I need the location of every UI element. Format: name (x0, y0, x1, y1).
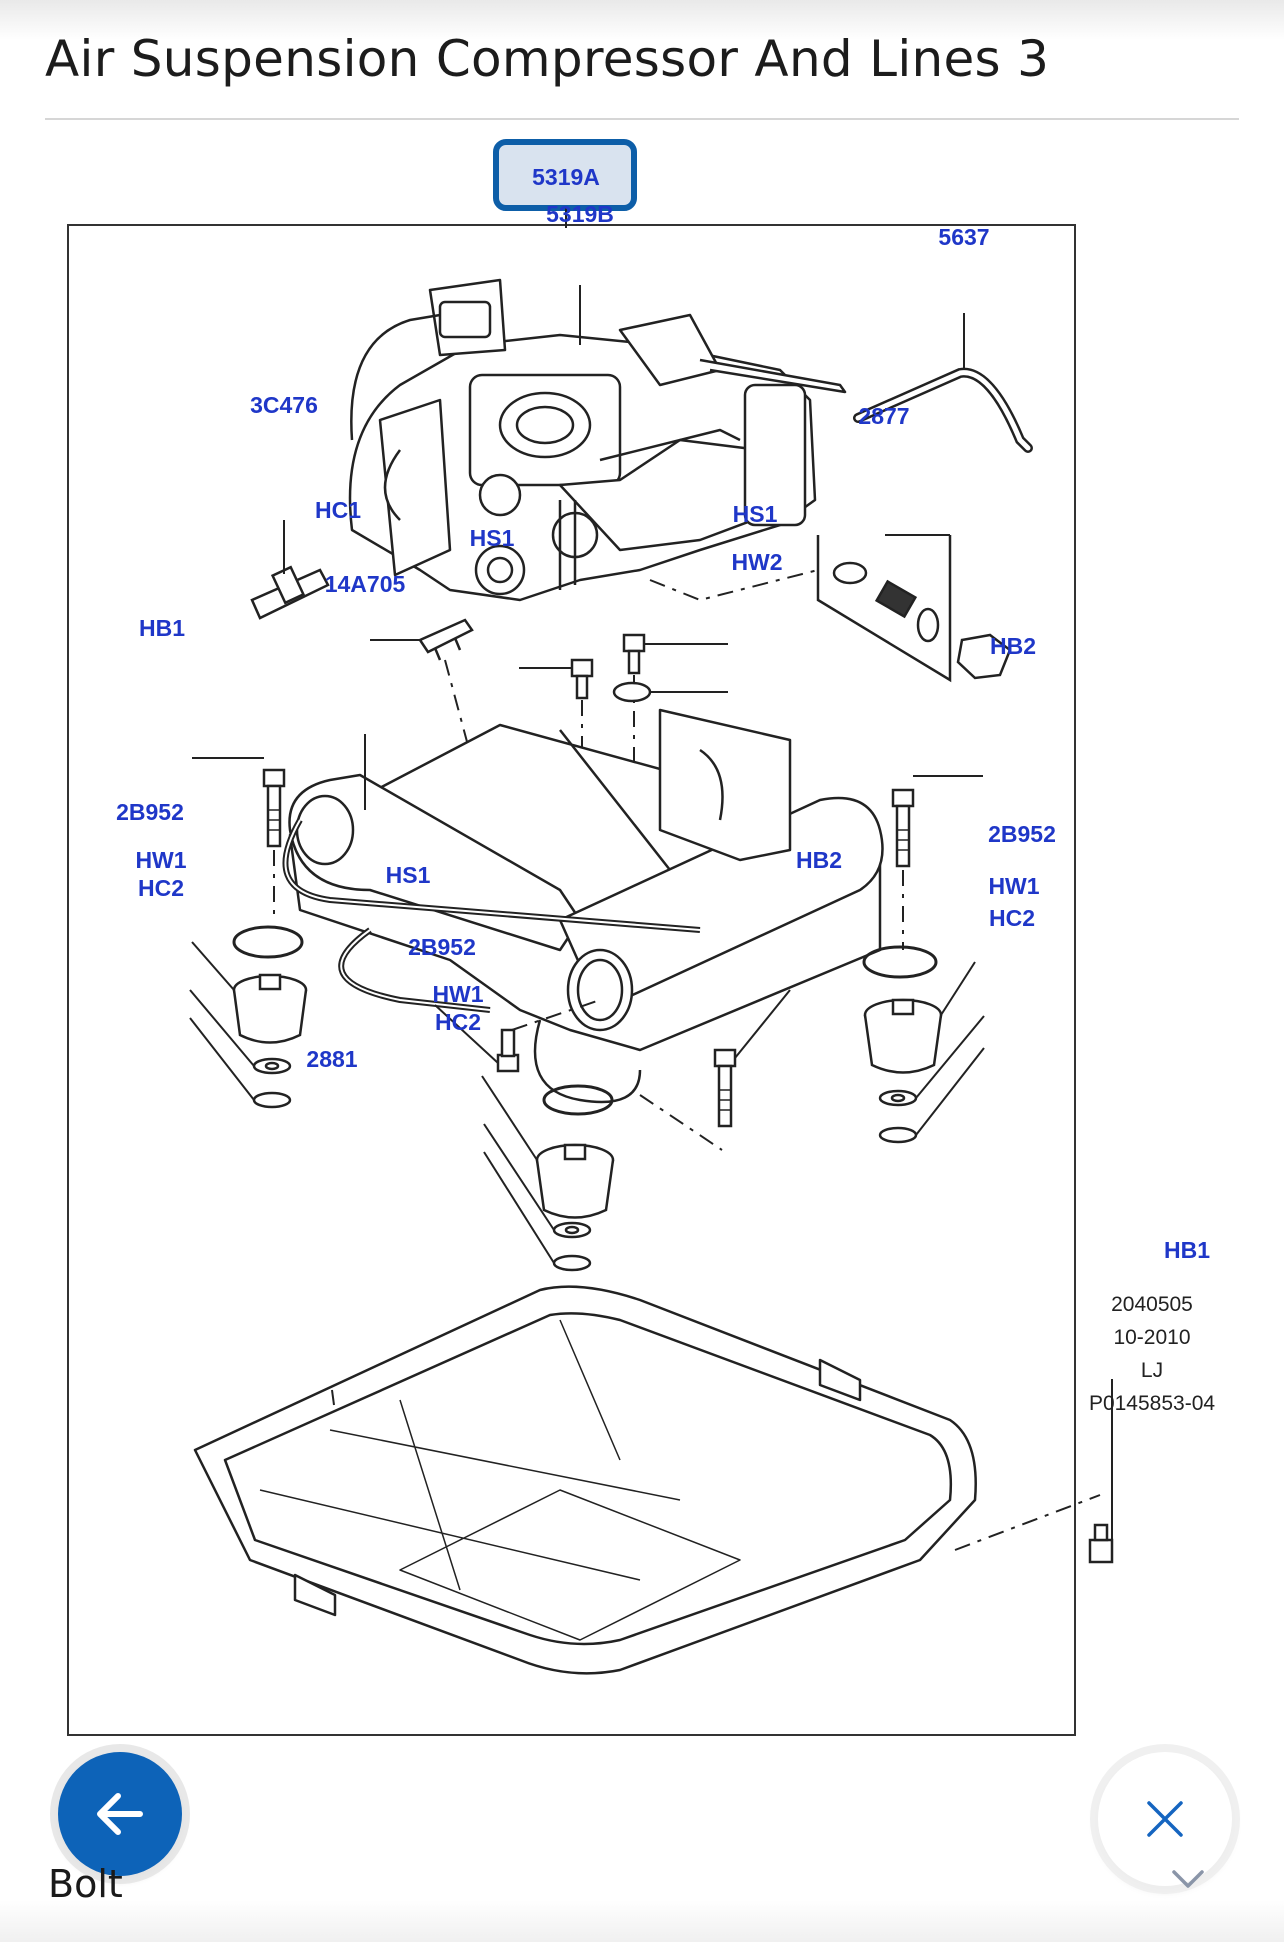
mount-2B952-right[interactable] (863, 998, 943, 1074)
back-button[interactable] (58, 1752, 182, 1876)
callout-5319A[interactable]: 5319A (532, 164, 600, 190)
tray-14A705[interactable] (282, 708, 884, 1104)
callout-HB1-bottom[interactable]: HB1 (1164, 1237, 1210, 1263)
callout-2881[interactable]: 2881 (306, 1046, 357, 1072)
page-title: Air Suspension Compressor And Lines 3 (45, 30, 1050, 88)
callout-HC1[interactable]: HC1 (315, 497, 361, 523)
arrow-left-icon (97, 1793, 143, 1835)
selected-part-label: Bolt (48, 1862, 123, 1906)
bolt-HB2-right[interactable] (891, 788, 915, 868)
callout-3C476[interactable]: 3C476 (250, 392, 318, 418)
washer-HW2[interactable] (612, 681, 652, 703)
callout-HS1-upper-right[interactable]: HS1 (733, 501, 778, 527)
bolt-HB1-left[interactable] (262, 768, 286, 848)
callout-HC2-left[interactable]: HC2 (138, 875, 184, 901)
close-icon (1147, 1801, 1183, 1837)
callout-HC2-center[interactable]: HC2 (435, 1009, 481, 1035)
callout-HW1-left[interactable]: HW1 (135, 847, 186, 873)
illustration-date: 10-2010 (1113, 1326, 1190, 1349)
callout-HS1-upper-left[interactable]: HS1 (470, 525, 515, 551)
callout-2877[interactable]: 2877 (858, 403, 909, 429)
callout-HS1-lower[interactable]: HS1 (386, 862, 431, 888)
illustration-initials: LJ (1141, 1359, 1163, 1382)
bolt-HB1-bottom[interactable] (1088, 1523, 1114, 1564)
bolt-HS1-upper[interactable] (570, 633, 646, 700)
bottom-shade (0, 1900, 1284, 1942)
title-divider (45, 118, 1239, 120)
callout-5319B[interactable]: 5319B (546, 201, 614, 227)
bolt-HB2-center[interactable] (713, 1048, 737, 1128)
clip-HC1[interactable] (418, 618, 474, 661)
leader-lines (189, 285, 1113, 1540)
callout-HB2-right[interactable]: HB2 (990, 633, 1036, 659)
fitting-3C476[interactable] (250, 565, 330, 620)
callout-HW2[interactable]: HW2 (731, 549, 782, 575)
callout-HW1-center[interactable]: HW1 (432, 981, 483, 1007)
bolt-HS1-lower[interactable] (496, 1028, 520, 1073)
illustration-code: 2040505 (1111, 1293, 1193, 1316)
callout-2B952-left[interactable]: 2B952 (116, 799, 184, 825)
mount-2B952-left[interactable] (232, 973, 308, 1044)
callout-HC2-right[interactable]: HC2 (989, 905, 1035, 931)
callout-2B952-right[interactable]: 2B952 (988, 821, 1056, 847)
chevron-down-icon[interactable] (1170, 1868, 1206, 1890)
mount-2B952-center[interactable] (535, 1143, 615, 1219)
callout-2B952-center[interactable]: 2B952 (408, 934, 476, 960)
valve-kit-2877[interactable] (816, 535, 1012, 683)
callout-14A705[interactable]: 14A705 (325, 571, 406, 597)
compressor-assembly[interactable] (348, 278, 847, 602)
callout-5637[interactable]: 5637 (938, 224, 989, 250)
cover-2881[interactable] (193, 1285, 977, 1675)
close-button[interactable] (1098, 1752, 1232, 1886)
callout-HB2-center[interactable]: HB2 (796, 847, 842, 873)
callout-HW1-right[interactable]: HW1 (988, 873, 1039, 899)
top-shade (0, 0, 1284, 40)
callout-HB1-left[interactable]: HB1 (139, 615, 185, 641)
illustration-ref: P0145853-04 (1089, 1392, 1215, 1415)
parts-diagram[interactable]: 5319A 5319B 5637 3C476 2877 HC1 HS1 HS1 … (0, 130, 1284, 1760)
